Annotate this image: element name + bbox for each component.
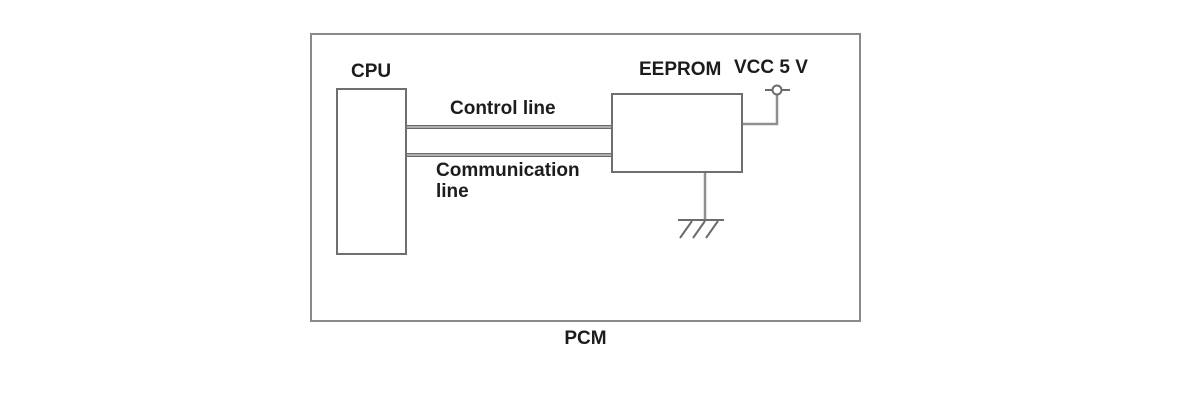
cpu-label: CPU: [351, 61, 392, 82]
vcc-label: VCC 5 V: [734, 57, 808, 78]
control-line-wire: [407, 125, 612, 129]
control-line-label: Control line: [450, 98, 556, 119]
cpu-box: [336, 88, 407, 255]
eeprom-box: [611, 93, 743, 173]
communication-line-label: Communication line: [436, 160, 580, 202]
pcm-label: PCM: [564, 328, 607, 349]
eeprom-label: EEPROM: [639, 59, 722, 80]
communication-line-wire: [407, 153, 612, 157]
